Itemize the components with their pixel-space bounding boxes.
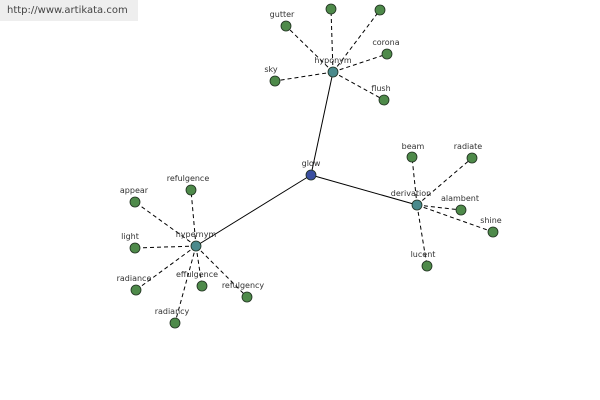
- node-hypernym-light[interactable]: [129, 242, 141, 254]
- edge-derivation-lucent: [416, 204, 428, 267]
- edge-derivation: [310, 174, 418, 206]
- label-derivation-radiate: radiate: [454, 142, 483, 151]
- label-hypernym-appear: appear: [120, 186, 149, 195]
- node-hypernym-appear[interactable]: [129, 196, 141, 208]
- edge-hyponym-cut1: [330, 8, 334, 73]
- node-hypernym-radiancy[interactable]: [169, 317, 181, 329]
- label-hyponym: hyponym: [314, 56, 352, 65]
- label-hyponym-gutter: gutter: [270, 10, 295, 19]
- label-derivation-shine: shine: [480, 216, 502, 225]
- label-hypernym: hypernym: [176, 230, 217, 239]
- node-hypernym-effulgence[interactable]: [196, 280, 208, 292]
- edge-hyponym-gutter: [285, 25, 334, 73]
- edge-hyponym-cut2: [332, 9, 381, 73]
- node-hyponym-sky[interactable]: [269, 75, 281, 87]
- node-hypernym-refulgency[interactable]: [241, 291, 253, 303]
- label-hypernym-refulgency: refulgency: [222, 281, 265, 290]
- node-root-glow[interactable]: [305, 169, 317, 181]
- edge-hypernym: [195, 174, 312, 247]
- node-hyponym-gutter[interactable]: [280, 20, 292, 32]
- edge-hypernym-radiance: [135, 245, 197, 291]
- node-hypernym[interactable]: [190, 240, 202, 252]
- edge-derivation-radiate: [416, 157, 473, 206]
- label-hypernym-effulgence: effulgence: [176, 270, 218, 279]
- label-derivation-beam: beam: [402, 142, 425, 151]
- node-layer: [129, 3, 499, 329]
- node-derivation-radiate[interactable]: [466, 152, 478, 164]
- edge-hypernym-refulgency: [195, 245, 248, 298]
- label-hyponym-corona: corona: [372, 38, 399, 47]
- node-hyponym[interactable]: [327, 66, 339, 78]
- label-derivation-alambent: alambent: [441, 194, 479, 203]
- edge-hypernym-radiancy: [174, 245, 197, 324]
- edge-layer: [134, 8, 494, 324]
- edge-hyponym-flush: [332, 71, 385, 101]
- label-root-glow: glow: [302, 159, 321, 168]
- edge-hyponym-corona: [332, 53, 388, 73]
- watermark-url[interactable]: http://www.artikata.com: [0, 0, 138, 21]
- label-derivation-lucent: lucent: [411, 250, 436, 259]
- edge-hyponym: [310, 71, 334, 176]
- node-hyponym-corona[interactable]: [381, 48, 393, 60]
- edge-hyponym-sky: [274, 71, 334, 82]
- node-hyponym-cut1[interactable]: [325, 3, 337, 15]
- node-derivation-beam[interactable]: [406, 151, 418, 163]
- edge-derivation-beam: [411, 156, 418, 206]
- label-hypernym-refulgence: refulgence: [167, 174, 210, 183]
- edge-hypernym-refulgence: [190, 189, 197, 247]
- label-hyponym-sky: sky: [264, 65, 278, 74]
- edge-hypernym-appear: [134, 201, 197, 247]
- node-hyponym-cut2[interactable]: [374, 4, 386, 16]
- label-hypernym-radiance: radiance: [117, 274, 152, 283]
- node-hypernym-refulgence[interactable]: [185, 184, 197, 196]
- node-hypernym-radiance[interactable]: [130, 284, 142, 296]
- node-derivation-shine[interactable]: [487, 226, 499, 238]
- node-derivation[interactable]: [411, 199, 423, 211]
- label-hyponym-flush: flush: [371, 84, 390, 93]
- label-layer: gutter corona sky flush hyponym beam radiate al…: [117, 10, 502, 316]
- edge-hypernym-effulgence: [195, 245, 203, 287]
- node-hyponym-flush[interactable]: [378, 94, 390, 106]
- node-derivation-alambent[interactable]: [455, 204, 467, 216]
- label-derivation: derivation: [391, 189, 431, 198]
- edge-hypernym-light: [134, 245, 197, 249]
- edge-derivation-alambent: [416, 204, 462, 211]
- label-hypernym-light: light: [121, 232, 139, 241]
- node-derivation-lucent[interactable]: [421, 260, 433, 272]
- label-hypernym-radiancy: radiancy: [155, 307, 190, 316]
